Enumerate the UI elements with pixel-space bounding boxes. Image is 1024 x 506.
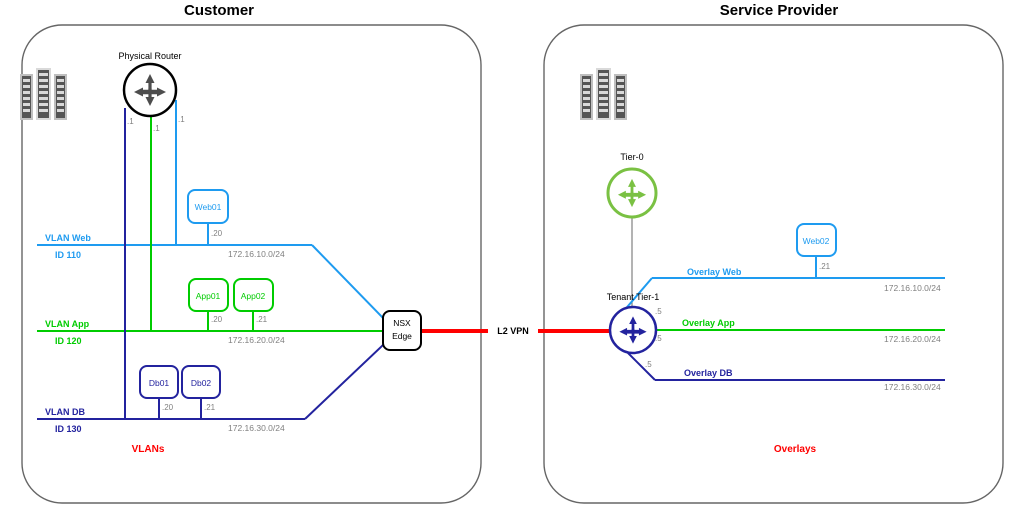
vm-app01-label: App01 [196, 291, 221, 301]
vlan-app-name: VLAN App [45, 319, 90, 329]
nsx-edge-label-line2: Edge [392, 331, 412, 341]
router-db-ip: .1 [127, 117, 134, 126]
vm-db01-label: Db01 [149, 378, 170, 388]
vlan-web-id: ID 110 [55, 250, 81, 260]
vm-db02-ip: .21 [204, 403, 216, 412]
vlan-web-subnet: 172.16.10.0/24 [228, 249, 285, 259]
vm-app01[interactable] [188, 278, 229, 312]
vlan-db-subnet: 172.16.30.0/24 [228, 423, 285, 433]
vm-web01-label: Web01 [195, 202, 222, 212]
vlan-app-id: ID 120 [55, 336, 82, 346]
vm-web02[interactable] [796, 223, 837, 257]
overlay-db-name: Overlay DB [684, 368, 733, 378]
vm-db01[interactable] [139, 365, 179, 399]
provider-zone-container [543, 24, 1004, 504]
vm-web02-ip: .21 [819, 262, 831, 271]
overlay-db-subnet: 172.16.30.0/24 [884, 382, 941, 392]
vm-db02[interactable] [181, 365, 221, 399]
tier1-label: Tenant Tier-1 [607, 292, 660, 302]
vlans-footer-label: VLANs [132, 444, 165, 455]
vm-app02-ip: .21 [256, 315, 268, 324]
page-title-right: Service Provider [720, 2, 839, 19]
l2vpn-label-bg [488, 324, 538, 338]
vlan-db-to-edge [304, 344, 384, 420]
nsx-edge-node[interactable] [382, 310, 422, 351]
router-app-ip: .1 [153, 124, 160, 133]
overlay-web-name: Overlay Web [687, 267, 742, 277]
vlan-web-to-edge [311, 244, 384, 319]
page-title-left: Customer [184, 2, 254, 19]
vm-app01-ip: .20 [211, 315, 223, 324]
vm-web01-ip: .20 [211, 229, 223, 238]
vm-app02-label: App02 [241, 291, 266, 301]
vm-web02-label: Web02 [803, 236, 830, 246]
customer-zone-container [21, 24, 482, 504]
overlay-web-subnet: 172.16.10.0/24 [884, 283, 941, 293]
server-rack-icon-left [20, 68, 67, 120]
physical-router-label: Physical Router [118, 51, 181, 61]
vm-db01-ip: .20 [162, 403, 174, 412]
tier0-label: Tier-0 [620, 152, 643, 162]
overlay-app-ip: .5 [655, 334, 662, 343]
overlay-app-subnet: 172.16.20.0/24 [884, 334, 941, 344]
vm-db02-label: Db02 [191, 378, 212, 388]
vlan-app-subnet: 172.16.20.0/24 [228, 335, 285, 345]
vm-app02[interactable] [233, 278, 274, 312]
nsx-edge-label-line1: NSX [393, 318, 411, 328]
vlan-db-id: ID 130 [55, 424, 82, 434]
server-rack-icon-right [580, 68, 627, 120]
vm-web01[interactable] [187, 189, 229, 224]
vlan-db-name: VLAN DB [45, 407, 85, 417]
overlay-db-ip: .5 [645, 360, 652, 369]
vlan-web-name: VLAN Web [45, 233, 91, 243]
router-web-ip: .1 [178, 115, 185, 124]
l2vpn-label: L2 VPN [497, 326, 529, 336]
overlays-footer-label: Overlays [774, 444, 817, 455]
overlay-web-ip: .5 [655, 307, 662, 316]
overlay-app-name: Overlay App [682, 318, 735, 328]
